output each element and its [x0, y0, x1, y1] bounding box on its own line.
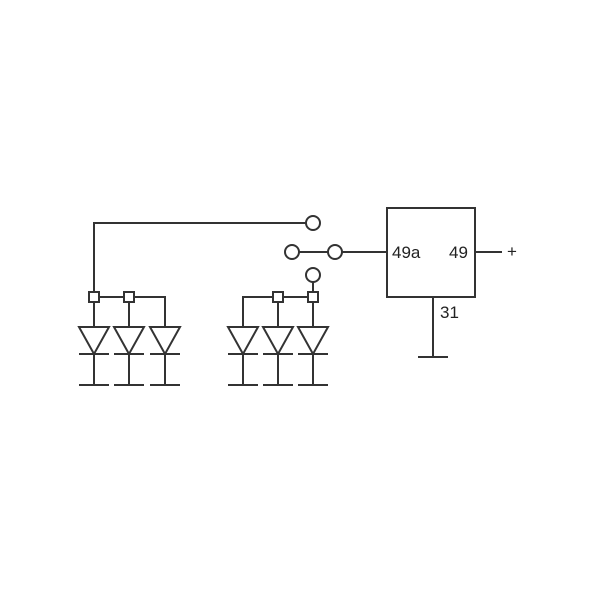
diode-icon: [261, 326, 295, 386]
contact-mid-right: [327, 244, 343, 260]
wires: [93, 222, 502, 358]
right-bus-1: [242, 296, 273, 327]
junction: [88, 291, 100, 303]
junction: [123, 291, 135, 303]
contact-top: [305, 215, 321, 231]
left-bus-2: [134, 296, 166, 327]
diode-icon: [112, 326, 146, 386]
diodes: [77, 326, 330, 386]
supply-label: +: [507, 242, 517, 261]
diode-icon: [77, 326, 111, 386]
top-wire: [93, 222, 306, 292]
contacts: [284, 215, 343, 283]
diode-icon: [226, 326, 260, 386]
pin-49-label: 49: [449, 243, 468, 262]
diode-icon: [148, 326, 182, 386]
junctions: [88, 291, 319, 303]
pin-49a-label: 49a: [392, 243, 421, 262]
relay-box: [386, 207, 476, 298]
contact-lower: [305, 267, 321, 283]
contact-mid-left: [284, 244, 300, 260]
pin-31-label: 31: [440, 303, 459, 322]
junction: [307, 291, 319, 303]
diode-icon: [296, 326, 330, 386]
junction: [272, 291, 284, 303]
